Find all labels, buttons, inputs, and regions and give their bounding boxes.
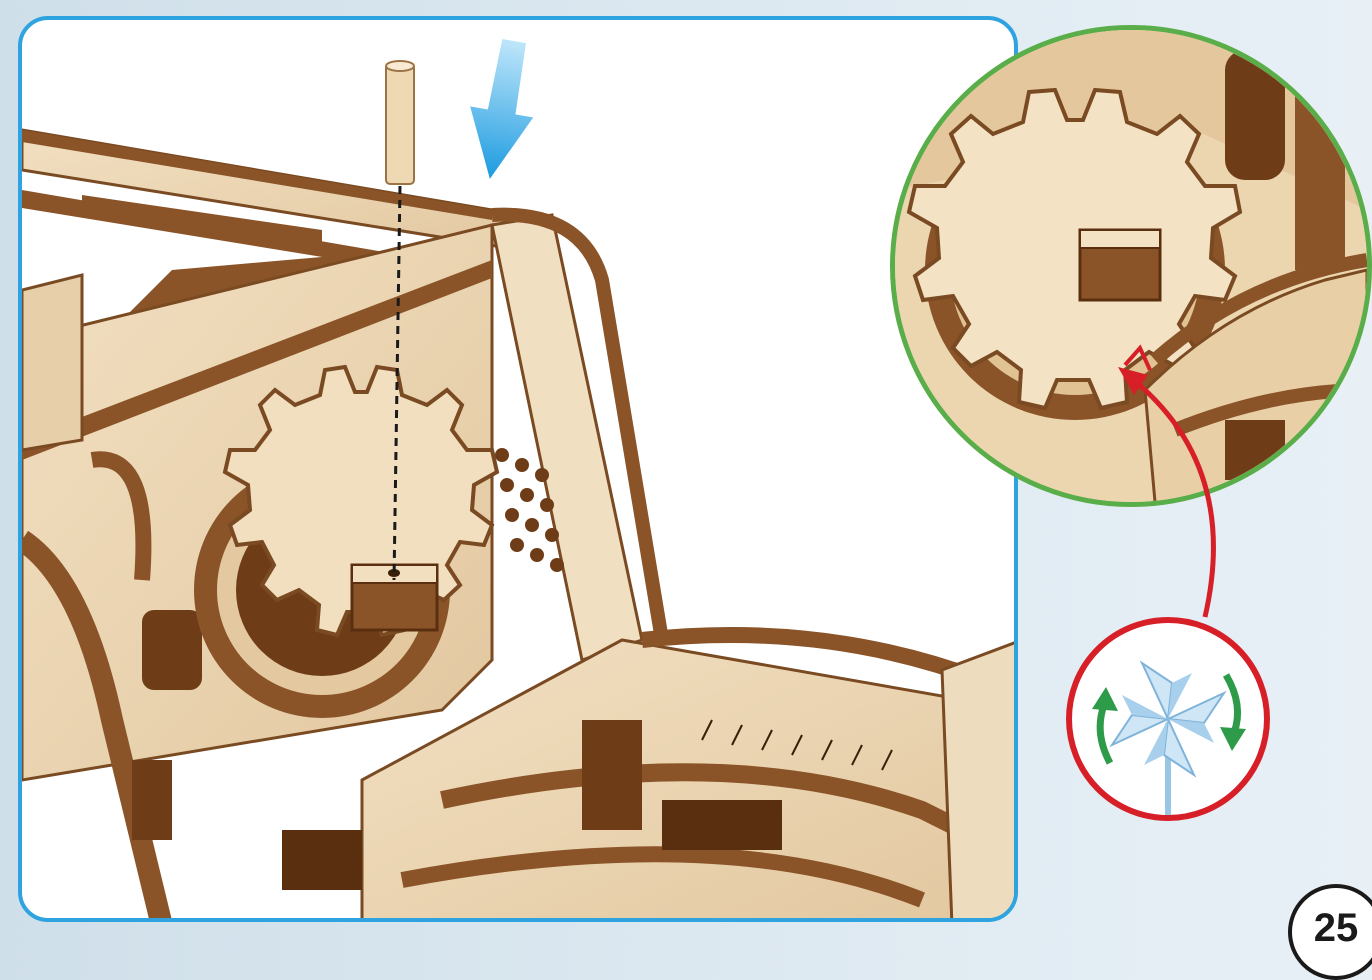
down-arrow-icon (458, 36, 545, 185)
page-number: 25 (1292, 906, 1372, 951)
pointer-arrow (1100, 355, 1240, 625)
side-panel (492, 215, 662, 660)
page-number-badge: 25 (1288, 884, 1372, 980)
pinwheel-badge (1066, 617, 1270, 821)
pinwheel-icon (1072, 623, 1264, 815)
main-illustration-panel (18, 16, 1018, 922)
assembly-illustration (22, 20, 1018, 922)
